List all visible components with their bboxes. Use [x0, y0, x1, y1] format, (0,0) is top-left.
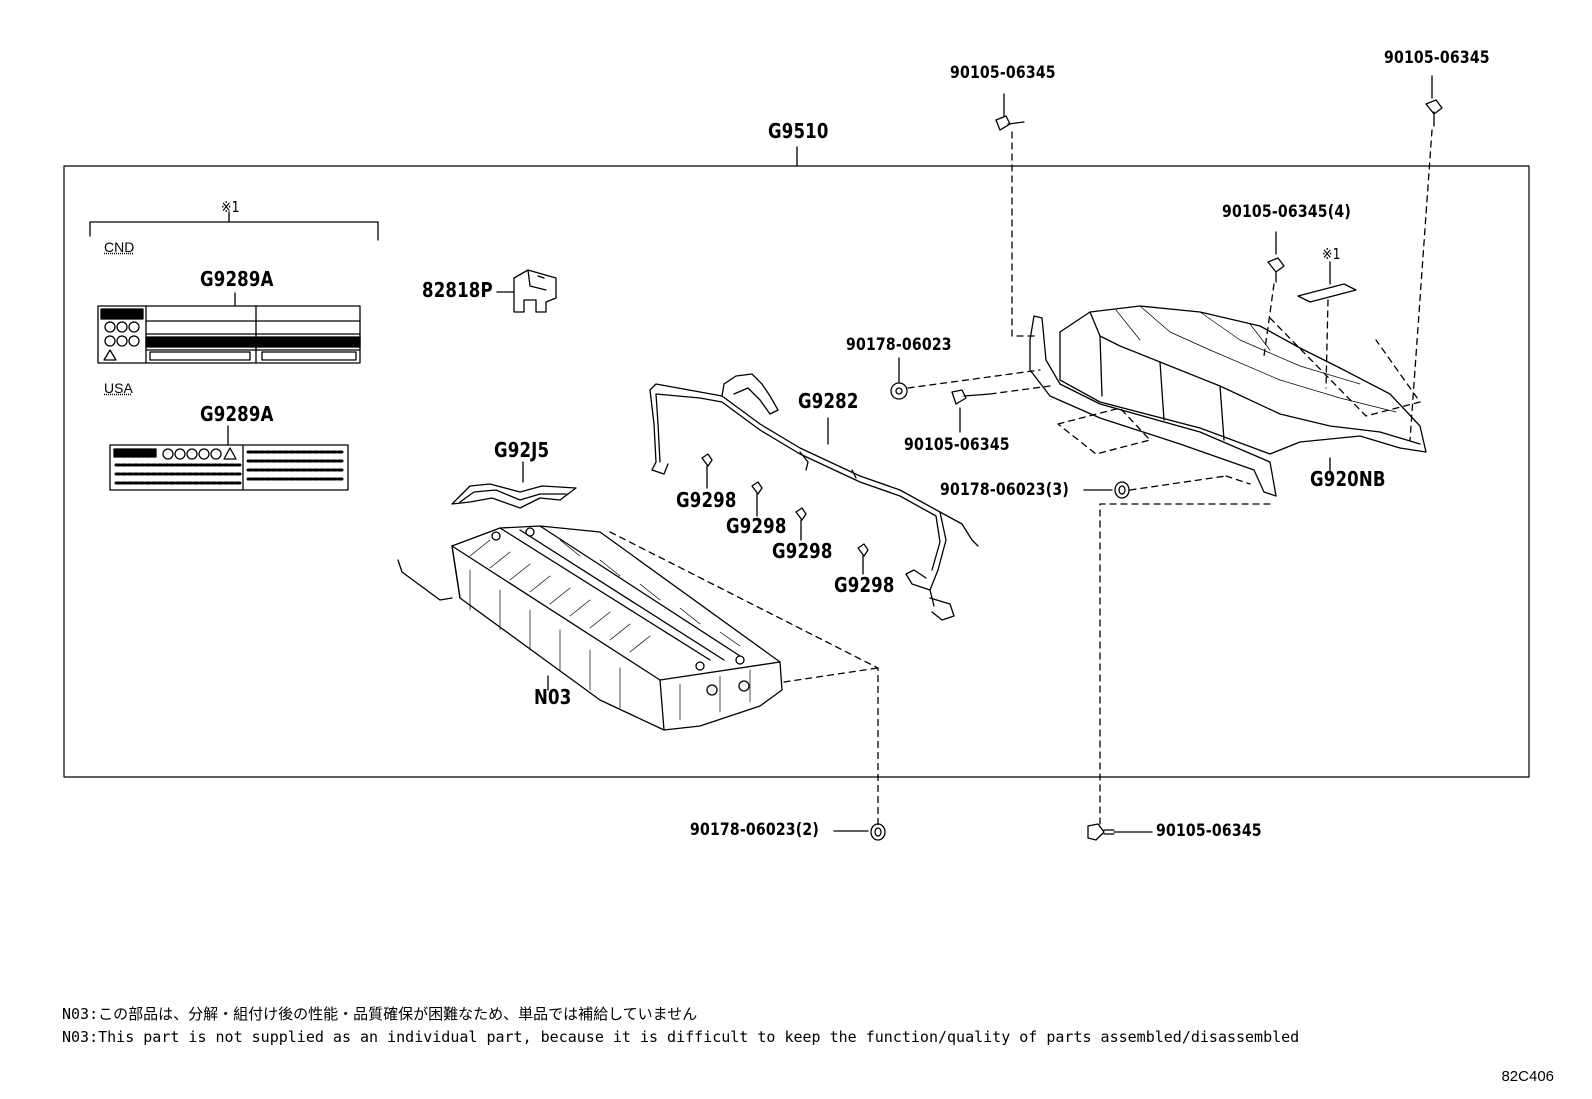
label-usa: G9289A: [200, 402, 274, 426]
label-bracket: 82818P: [422, 278, 493, 302]
label-bolt-top-right: 90105-06345: [1384, 48, 1490, 68]
label-battery: N03: [534, 685, 572, 709]
region-cnd: CND: [104, 239, 135, 255]
diagram-code: 82C406: [1501, 1068, 1554, 1085]
mark-top: ※1: [221, 198, 240, 216]
bolt-cover: [1267, 231, 1285, 283]
label-nut-b: 90178-06023(3): [940, 480, 1069, 500]
bolt-top: [995, 93, 1025, 131]
caution-label-usa: [109, 425, 349, 491]
note-english: N03:This part is not supplied as an indi…: [62, 1028, 1300, 1046]
caution-label-cnd: [97, 292, 361, 364]
label-cnd: G9289A: [200, 267, 274, 291]
label-gasket: G92J5: [494, 438, 550, 462]
wire-harness: [649, 373, 979, 621]
battery-cover: [1029, 305, 1427, 497]
nut-b: [1083, 481, 1130, 499]
bolt-mid: [951, 389, 991, 433]
bolt-top-right: [1425, 75, 1443, 127]
mark-cover: ※1: [1322, 245, 1341, 263]
label-nut-bottom: 90178-06023(2): [690, 820, 819, 840]
label-nut-a: 90178-06023: [846, 335, 952, 355]
label-cover: G920NB: [1310, 467, 1386, 491]
region-usa: USA: [104, 380, 133, 396]
label-clip-3: G9298: [772, 539, 833, 563]
nut-bottom: [870, 823, 886, 841]
cover-sticker: [1297, 283, 1357, 303]
label-clip-4: G9298: [834, 573, 895, 597]
nut-a: [890, 357, 908, 400]
clip-1: [701, 453, 713, 489]
label-clip-1: G9298: [676, 488, 737, 512]
bracket-part: [496, 269, 557, 313]
label-bolt-top: 90105-06345: [950, 63, 1056, 83]
clip-3: [795, 507, 807, 541]
gasket-part: [451, 461, 577, 509]
clip-2: [751, 481, 763, 517]
battery-pack: [397, 525, 783, 731]
label-wire: G9282: [798, 389, 859, 413]
label-bolt-cover: 90105-06345(4): [1222, 202, 1351, 222]
note-japanese: N03:この部品は、分解・組付け後の性能・品質確保が困難なため、単品では補給して…: [62, 1005, 698, 1023]
label-bolt-mid: 90105-06345: [904, 435, 1010, 455]
label-bolt-bottom: 90105-06345: [1156, 821, 1262, 841]
label-clip-2: G9298: [726, 514, 787, 538]
clip-4: [857, 543, 869, 575]
label-assembly: G9510: [768, 119, 829, 143]
region-bracket: [89, 221, 379, 241]
bolt-bottom: [1087, 823, 1115, 841]
